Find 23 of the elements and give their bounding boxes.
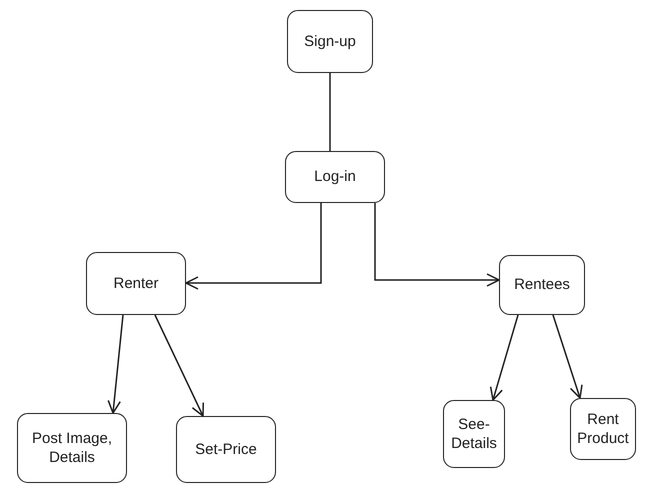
arrow	[490, 314, 519, 401]
arrow	[552, 314, 583, 399]
node-label: See- Details	[450, 414, 498, 454]
node-label: Rent Product	[576, 410, 630, 448]
arrow	[185, 203, 322, 290]
process-box	[176, 416, 276, 483]
node-label: Log-in	[314, 167, 356, 187]
process-box	[443, 400, 505, 468]
node-label: Set-Price	[195, 440, 257, 460]
process-box	[17, 413, 127, 483]
node-label: Post Image, Details	[30, 428, 114, 468]
node-label: Sign-up	[304, 32, 356, 52]
process-box	[86, 252, 186, 315]
arrow	[108, 314, 124, 414]
node-label: Renter	[113, 274, 159, 294]
node-label: Rentees	[514, 275, 570, 295]
connector-line	[329, 73, 331, 151]
process-box	[287, 10, 373, 73]
process-box	[285, 151, 385, 203]
arrow	[154, 314, 204, 417]
arrow	[374, 203, 500, 287]
process-box	[499, 255, 585, 315]
process-box	[570, 398, 636, 460]
